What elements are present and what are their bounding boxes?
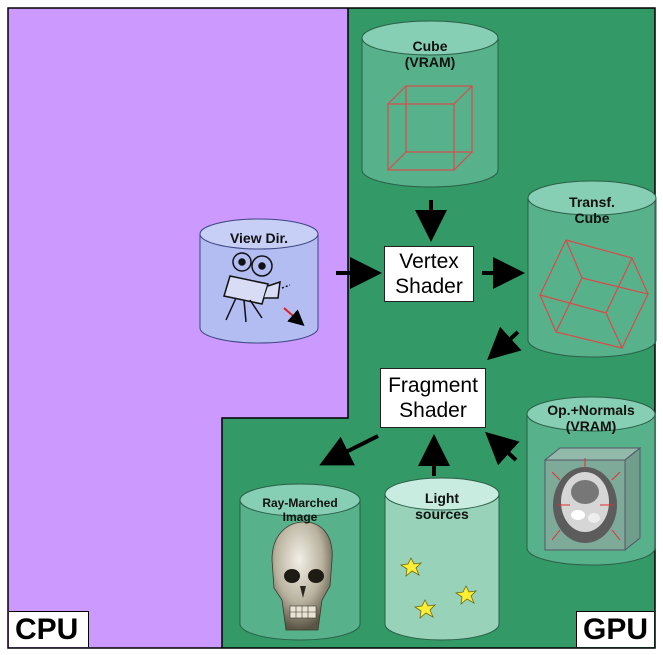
- transf-cube-label: Transf. Cube: [552, 194, 632, 226]
- cpu-label: CPU: [9, 611, 89, 647]
- view-dir-label: View Dir.: [214, 230, 304, 246]
- vertex-shader-line1: Vertex: [399, 250, 459, 273]
- skull-image-icon: [271, 521, 333, 631]
- ray-marched-label: Ray-Marched Image: [250, 496, 350, 524]
- transf-cube-label-line1: Transf.: [569, 194, 615, 210]
- op-normals-cylinder: [526, 396, 656, 566]
- vertex-shader-line2: Shader: [395, 275, 463, 298]
- view-direction-arrow: [283, 307, 305, 326]
- fragment-shader-line1: Fragment: [388, 374, 478, 397]
- op-normals-label-line2: (VRAM): [565, 418, 617, 434]
- mri-volume-slice-icon: [543, 446, 642, 552]
- op-normals-label-line1: Op.+Normals: [547, 402, 635, 418]
- ray-marched-label-line2: Image: [282, 510, 318, 524]
- transformed-cube-icon: [539, 239, 649, 349]
- fragment-shader-box: Fragment Shader: [380, 368, 486, 428]
- gpu-label: GPU: [576, 611, 654, 647]
- transf-cube-cylinder: [527, 180, 657, 358]
- light-sources-label: Light sources: [397, 490, 487, 522]
- arrow-fragment-to-raymarched: [319, 434, 379, 466]
- cube-label: Cube (VRAM): [390, 38, 470, 70]
- ray-marched-cylinder: [239, 483, 361, 641]
- cube-cylinder: [361, 20, 499, 188]
- cube-label-line1: Cube: [412, 38, 448, 54]
- view-dir-cylinder: [199, 218, 319, 344]
- ray-marched-label-line1: Ray-Marched: [262, 496, 338, 510]
- cube-label-line2: (VRAM): [404, 54, 456, 70]
- movie-camera-icon: [223, 252, 291, 323]
- light-sources-cylinder: [384, 477, 500, 641]
- view-dir-label-line1: View Dir.: [229, 230, 289, 246]
- light-bulb-icon: [399, 557, 478, 619]
- vertex-shader-box: Vertex Shader: [384, 246, 474, 302]
- fragment-shader-line2: Shader: [399, 399, 467, 422]
- arrow-transf-to-fragment: [487, 326, 522, 361]
- light-sources-label-line1: Light: [424, 490, 460, 506]
- op-normals-label: Op.+Normals (VRAM): [536, 402, 646, 434]
- cpu-gpu-boundary: [221, 8, 349, 648]
- arrows: [319, 200, 525, 476]
- cube-wireframe-icon: [387, 85, 473, 171]
- transf-cube-label-line2: Cube: [574, 210, 610, 226]
- arrow-opnormals-to-fragment: [485, 431, 520, 466]
- light-sources-label-line2: sources: [415, 506, 469, 522]
